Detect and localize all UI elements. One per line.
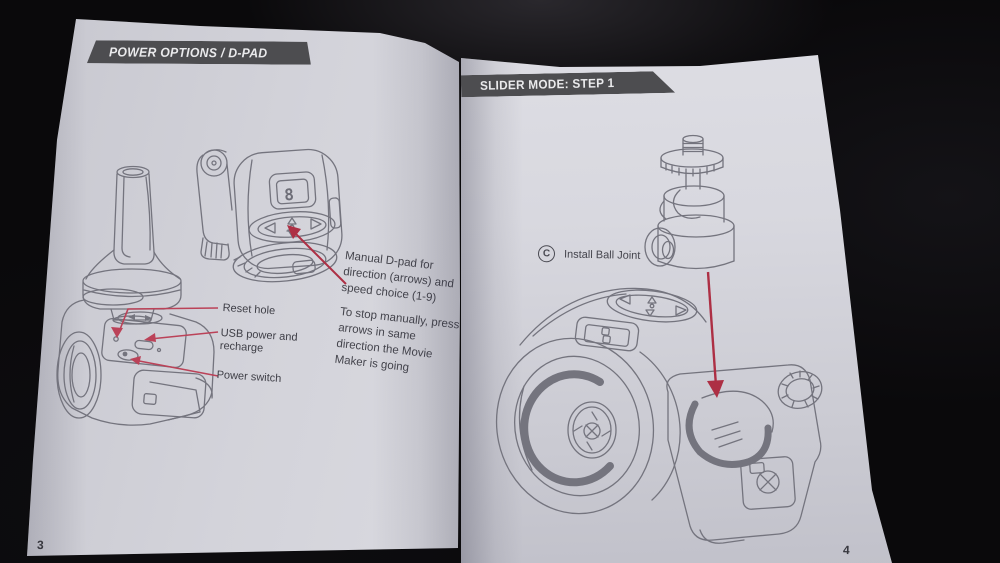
step-c-icon: C	[537, 245, 556, 263]
display-digit: 8	[284, 185, 295, 205]
right-spine-shadow	[461, 55, 523, 563]
slider-device-illustration	[495, 287, 823, 544]
right-page-number: 4	[842, 542, 850, 558]
step-text: Install Ball Joint	[563, 248, 641, 262]
callout-leader-lines	[118, 307, 219, 377]
dpad-edge-arrows	[128, 314, 152, 321]
left-page-number: 3	[36, 537, 44, 553]
dpad-device-illustration	[196, 148, 343, 283]
ball-joint-illustration	[644, 134, 735, 270]
grip-handle-illustration	[82, 165, 182, 325]
left-spine-shadow	[372, 19, 460, 556]
install-ball-joint-label: C Install Ball Joint	[537, 245, 641, 264]
dpad-pointer-arrow	[287, 225, 347, 285]
callout-usb-power: USB power and recharge	[219, 327, 298, 355]
side-view-device-illustration	[56, 288, 215, 426]
callout-arrowheads	[111, 327, 156, 365]
install-pointer-arrow	[706, 271, 724, 398]
